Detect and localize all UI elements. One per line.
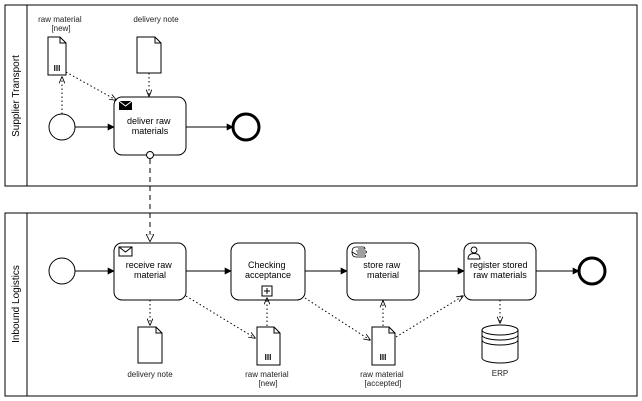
task-deliver-raw-materials: deliver raw materials xyxy=(113,96,187,159)
task-label-line: deliver raw xyxy=(127,116,171,126)
message-flow-source-marker xyxy=(146,151,154,159)
pool-supplier-transport: Supplier Transport xyxy=(4,4,638,187)
data-store-label: ERP xyxy=(492,369,508,378)
expand-plus-icon xyxy=(261,285,273,297)
task-label-line: materials xyxy=(132,126,169,136)
end-event-supplier xyxy=(231,112,261,142)
svg-text:store raw material: store raw material xyxy=(363,260,403,280)
task-label-line: register stored xyxy=(470,260,528,270)
task-label-line: receive raw xyxy=(126,260,173,270)
subprocess-checking-acceptance: Checking acceptance xyxy=(230,242,306,301)
task-store-raw-material: store raw material xyxy=(346,242,420,301)
data-association xyxy=(304,297,370,340)
pool-label-supplier: Supplier Transport xyxy=(11,55,22,137)
pool-label-logistics: Inbound Logistics xyxy=(11,265,22,343)
data-object-label: raw material xyxy=(245,370,289,379)
collection-marker-icon: III xyxy=(54,64,61,73)
hand-icon xyxy=(351,246,367,258)
user-icon xyxy=(467,246,481,260)
start-event-supplier xyxy=(48,113,76,141)
collection-marker-icon: III xyxy=(265,353,272,362)
task-label-line: Checking xyxy=(248,260,286,270)
task-label-line: material xyxy=(134,270,166,280)
collection-marker-icon: III xyxy=(380,353,387,362)
envelope-icon xyxy=(118,246,133,257)
task-label-line: material xyxy=(367,270,399,280)
svg-text:raw material [new]: raw material [new] xyxy=(245,370,291,388)
end-event-logistics xyxy=(577,256,607,286)
data-object-delivery-note: delivery note xyxy=(127,326,173,379)
task-label-line: store raw xyxy=(363,260,401,270)
data-object-label: [accepted] xyxy=(365,379,402,388)
envelope-icon xyxy=(118,100,133,110)
data-object-raw-material-new: III raw material [new] xyxy=(38,15,84,76)
data-object-label: delivery note xyxy=(127,370,173,379)
task-label-line: raw materials xyxy=(473,270,527,280)
data-association xyxy=(185,295,255,338)
svg-text:raw material [new]: raw material [new] xyxy=(38,15,84,33)
task-receive-raw-material: receive raw material xyxy=(113,242,187,301)
data-object-raw-material-new: III raw material [new] xyxy=(245,326,291,388)
svg-text:receive raw material: receive raw material xyxy=(126,260,175,280)
pool-inbound-logistics: Inbound Logistics xyxy=(4,212,638,397)
data-store-erp: ERP xyxy=(481,324,519,378)
data-object-raw-material-accepted: III raw material [accepted] xyxy=(360,326,406,388)
data-object-label: [new] xyxy=(51,24,70,33)
svg-text:register stored raw mate: register stored raw materials xyxy=(470,260,530,280)
data-object-label: raw material xyxy=(38,15,82,24)
data-object-label: raw material xyxy=(360,370,404,379)
data-object-delivery-note: delivery note xyxy=(133,15,179,74)
task-label-line: acceptance xyxy=(245,270,291,280)
data-association xyxy=(65,71,116,100)
start-event-logistics xyxy=(48,257,76,285)
data-object-label: [new] xyxy=(258,379,277,388)
svg-text:Checking acceptance: Checking acceptance xyxy=(245,260,291,280)
data-object-label: delivery note xyxy=(133,15,179,24)
task-register-stored-raw-materials: register stored raw materials xyxy=(463,242,537,301)
data-association xyxy=(395,296,463,338)
svg-text:raw material [accepted]: raw material [accepted] xyxy=(360,370,406,388)
svg-text:deliver raw materials: deliver raw materials xyxy=(127,116,173,136)
